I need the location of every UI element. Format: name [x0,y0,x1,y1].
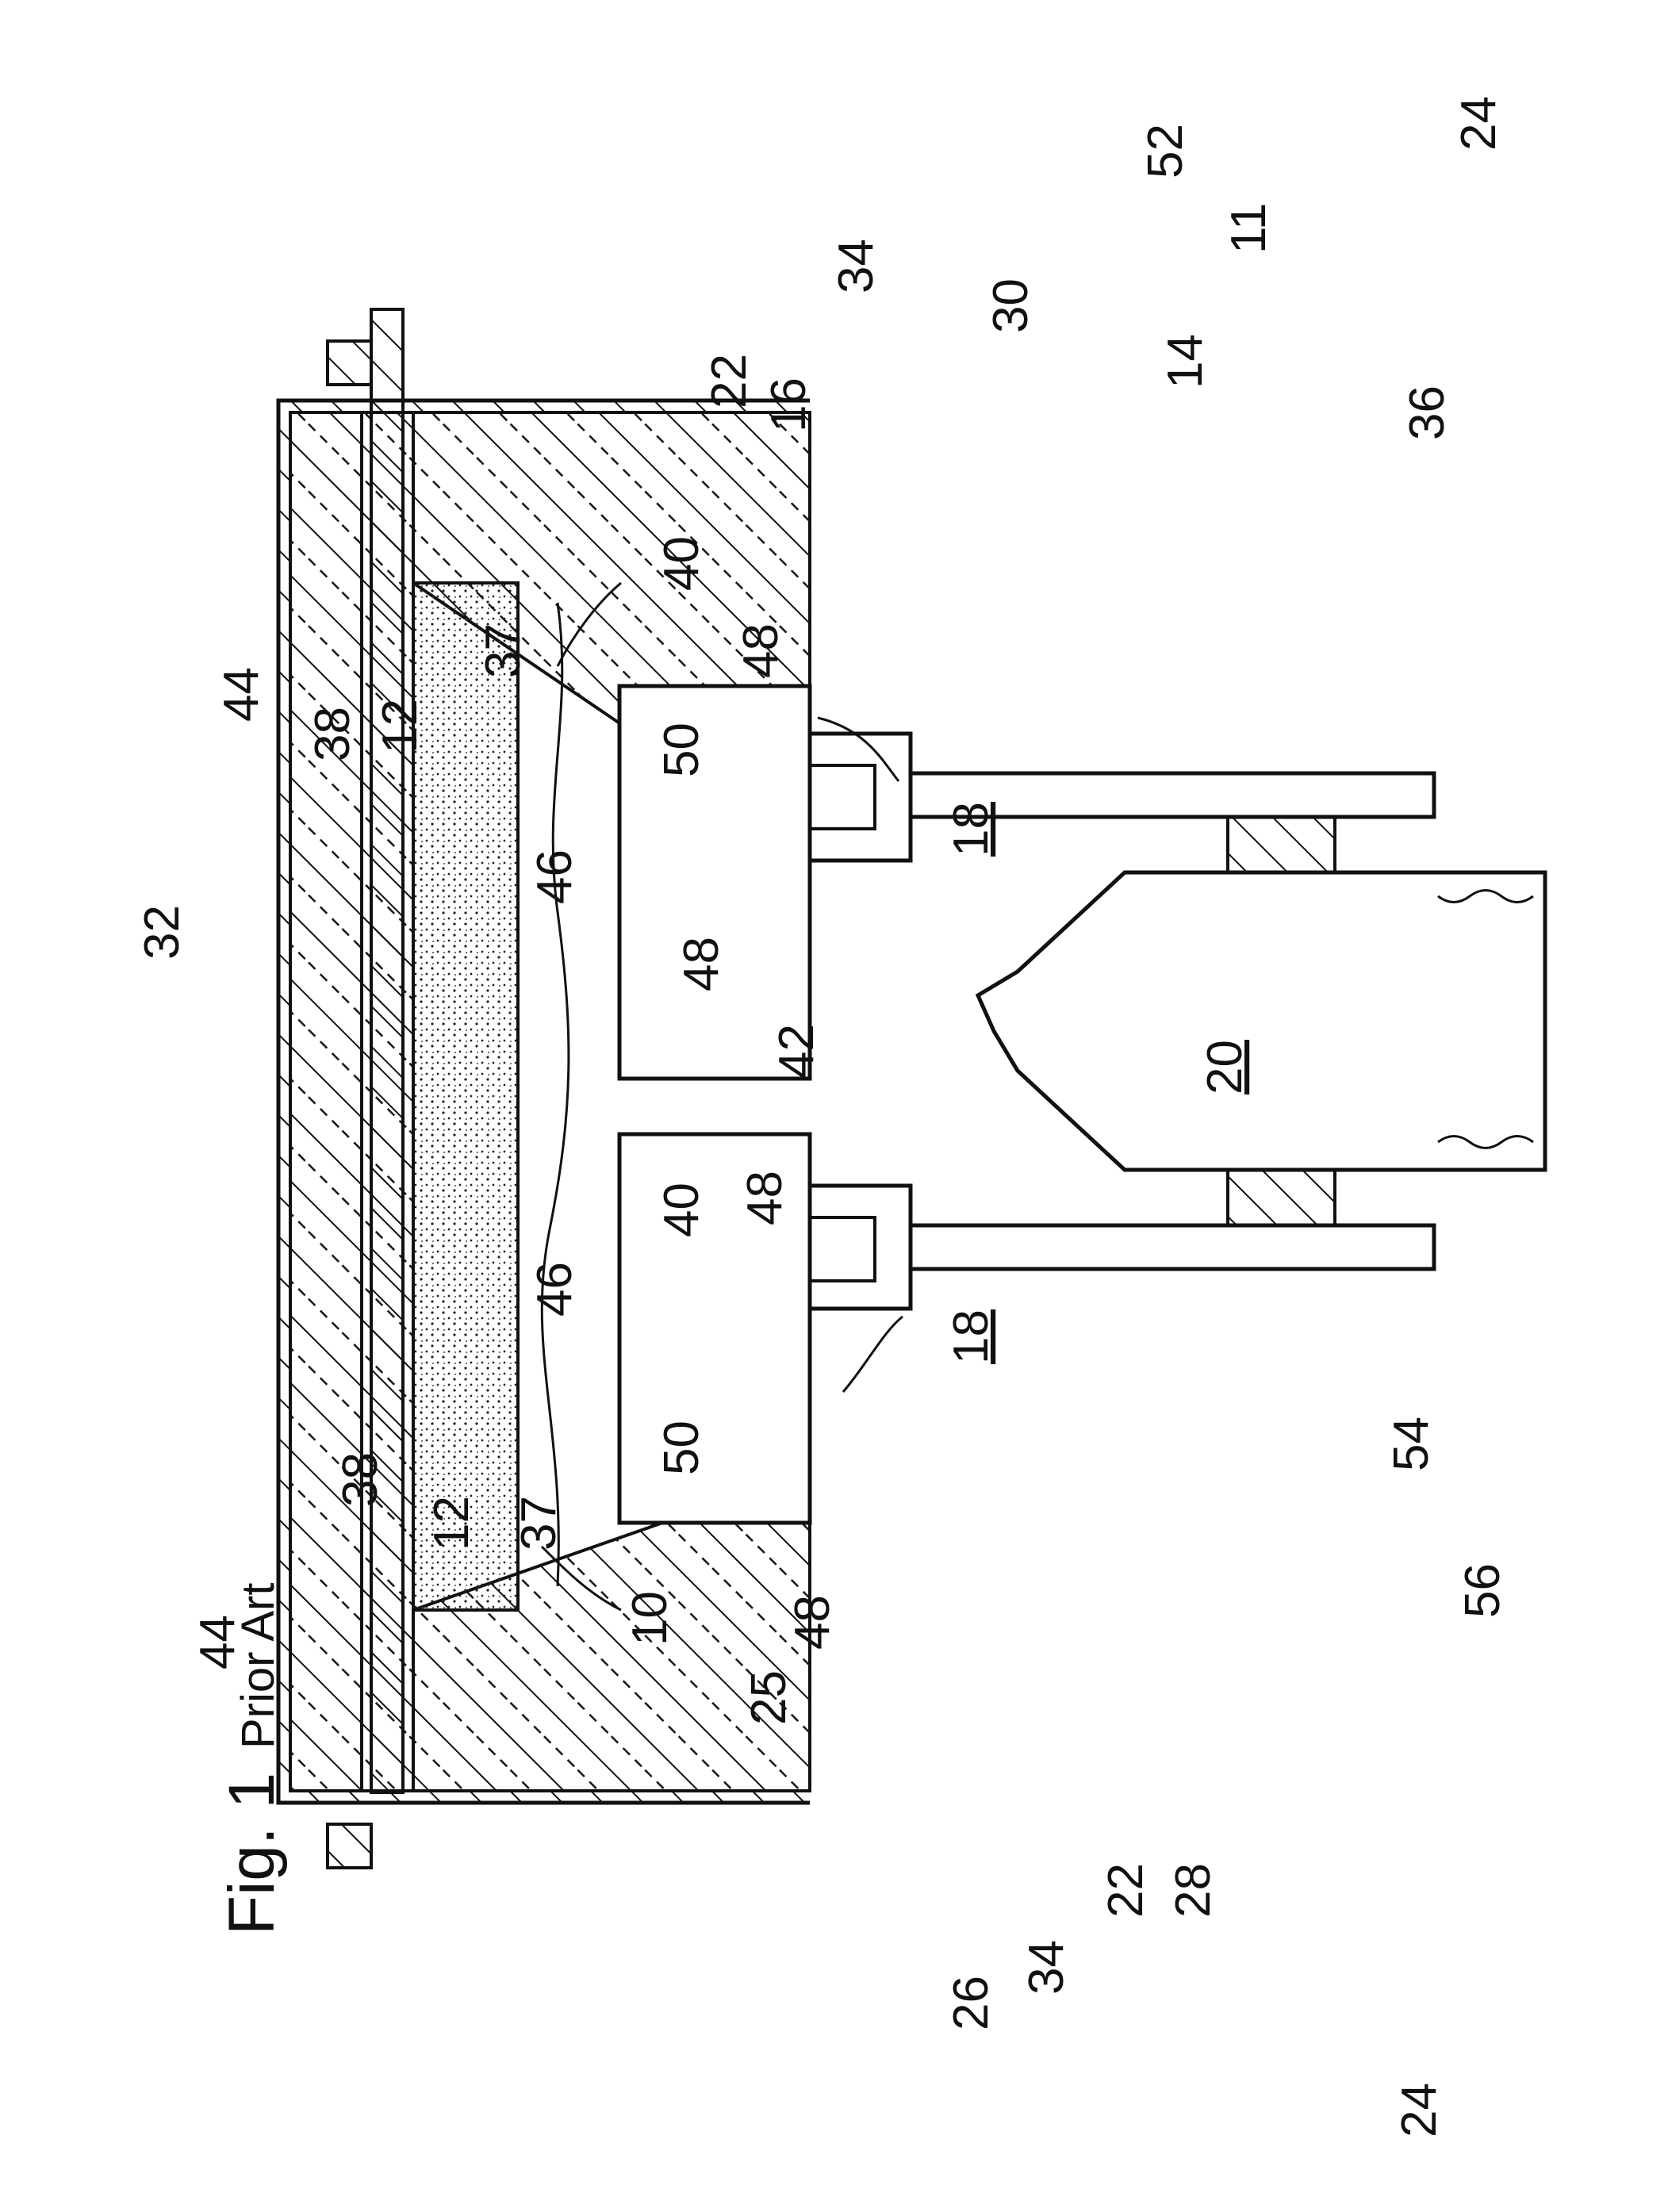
label-14: 14 [1158,334,1213,389]
molten-metal-pad [413,583,518,1610]
label-56: 56 [1455,1563,1510,1618]
label-36: 36 [1400,385,1455,440]
label-24-top: 24 [1451,96,1506,151]
label-42: 42 [769,1024,824,1079]
label-38-top: 38 [305,707,360,761]
label-48-d: 48 [785,1595,840,1650]
label-37-bottom: 37 [512,1496,566,1551]
label-11: 11 [1221,203,1276,254]
clamp-right [1228,1170,1335,1225]
label-22-bottom: 22 [1099,1863,1153,1918]
label-40-bottom: 40 [654,1183,709,1237]
label-10: 10 [623,1591,677,1646]
label-44-top: 44 [214,667,269,722]
clamp-left [1228,817,1335,872]
label-32: 32 [135,905,190,960]
label-46-top: 46 [527,849,582,904]
bus-support-right [328,1824,371,1868]
label-18-upper: 18 [944,802,999,857]
label-48-a: 48 [734,623,788,678]
feeder-hopper [978,872,1545,1170]
label-16: 16 [761,378,816,432]
label-48-b: 48 [674,937,729,991]
label-44-bottom: 44 [190,1615,245,1670]
label-54: 54 [1384,1417,1439,1471]
label-20: 20 [1198,1040,1252,1094]
label-12-bottom: 12 [424,1496,479,1551]
label-50-bottom: 50 [654,1420,709,1475]
bath-metal-interface [542,603,569,1586]
label-46-bottom: 46 [527,1262,582,1317]
label-40-top: 40 [654,536,709,591]
label-34-bottom: 34 [1019,1940,1074,1995]
label-12-top: 12 [373,699,428,753]
label-50-top: 50 [654,723,709,777]
label-25: 25 [742,1670,796,1725]
anode-rod-right [911,1225,1434,1269]
label-22-top: 22 [702,354,757,408]
label-48-c: 48 [738,1171,792,1225]
collector-bar [371,309,403,1792]
label-34-top: 34 [829,239,884,293]
label-37-top: 37 [476,623,531,678]
yoke-right [810,1186,911,1309]
yoke-left [810,734,911,861]
anode-left [619,686,810,1079]
figure-title-main: Fig. 1 [216,1773,288,1935]
bus-support-left [328,341,371,385]
bottom-block [290,412,362,1791]
label-18-lower: 18 [944,1309,999,1364]
label-28: 28 [1166,1863,1221,1918]
label-26: 26 [944,1976,999,2030]
label-52: 52 [1138,124,1193,178]
label-30: 30 [984,278,1038,333]
label-38-bottom: 38 [333,1452,388,1507]
label-24-bottom: 24 [1392,2083,1447,2137]
